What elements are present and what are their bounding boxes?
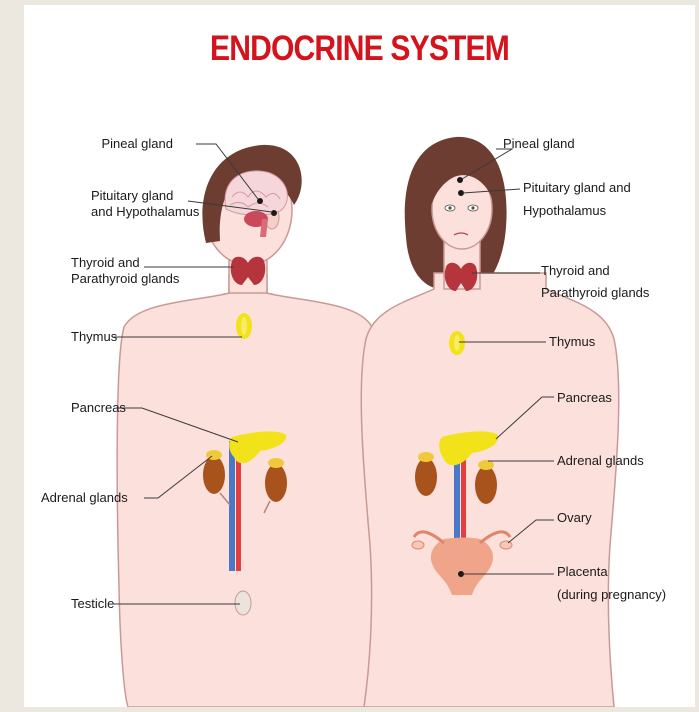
female-left-kidney: [415, 458, 437, 496]
female-label-placenta-line2: (during pregnancy): [557, 587, 666, 603]
male-label-adrenal: Adrenal glands: [41, 490, 128, 506]
female-label-thyroid-line2: Parathyroid glands: [541, 285, 649, 301]
male-label-pineal: Pineal gland: [101, 136, 173, 152]
male-figure: [114, 144, 379, 707]
male-pituitary-dot: [271, 210, 277, 216]
male-body: [117, 275, 379, 707]
female-pineal-dot: [457, 177, 463, 183]
female-label-pituitary-line2: Hypothalamus: [523, 203, 606, 219]
female-figure: [361, 137, 618, 707]
female-label-thyroid-line1: Thyroid and: [541, 263, 610, 279]
male-label-thyroid-line2: Parathyroid glands: [71, 271, 179, 287]
female-right-ovary: [500, 541, 512, 549]
female-label-adrenal: Adrenal glands: [557, 453, 644, 469]
female-label-thymus: Thymus: [549, 334, 595, 350]
female-label-pancreas: Pancreas: [557, 390, 612, 406]
male-label-testicle: Testicle: [71, 596, 114, 612]
male-label-pituitary-line2: and Hypothalamus: [91, 204, 199, 220]
female-label-pineal: Pineal gland: [503, 136, 575, 152]
male-label-pituitary-line1: Pituitary gland: [91, 188, 173, 204]
male-testicle: [235, 591, 251, 615]
female-label-ovary: Ovary: [557, 510, 592, 526]
male-brain: [225, 171, 287, 215]
female-label-pituitary-line1: Pituitary gland and: [523, 180, 631, 196]
female-label-placenta-line1: Placenta: [557, 564, 608, 580]
male-label-pancreas: Pancreas: [71, 400, 126, 416]
male-vena-cava: [229, 441, 235, 571]
male-right-kidney: [265, 464, 287, 502]
female-right-kidney: [475, 466, 497, 504]
male-label-thymus: Thymus: [71, 329, 117, 345]
male-label-thyroid-line1: Thyroid and: [71, 255, 140, 271]
female-left-ovary: [412, 541, 424, 549]
male-left-kidney: [203, 456, 225, 494]
diagram-card: ENDOCRINE SYSTEM: [24, 5, 695, 707]
